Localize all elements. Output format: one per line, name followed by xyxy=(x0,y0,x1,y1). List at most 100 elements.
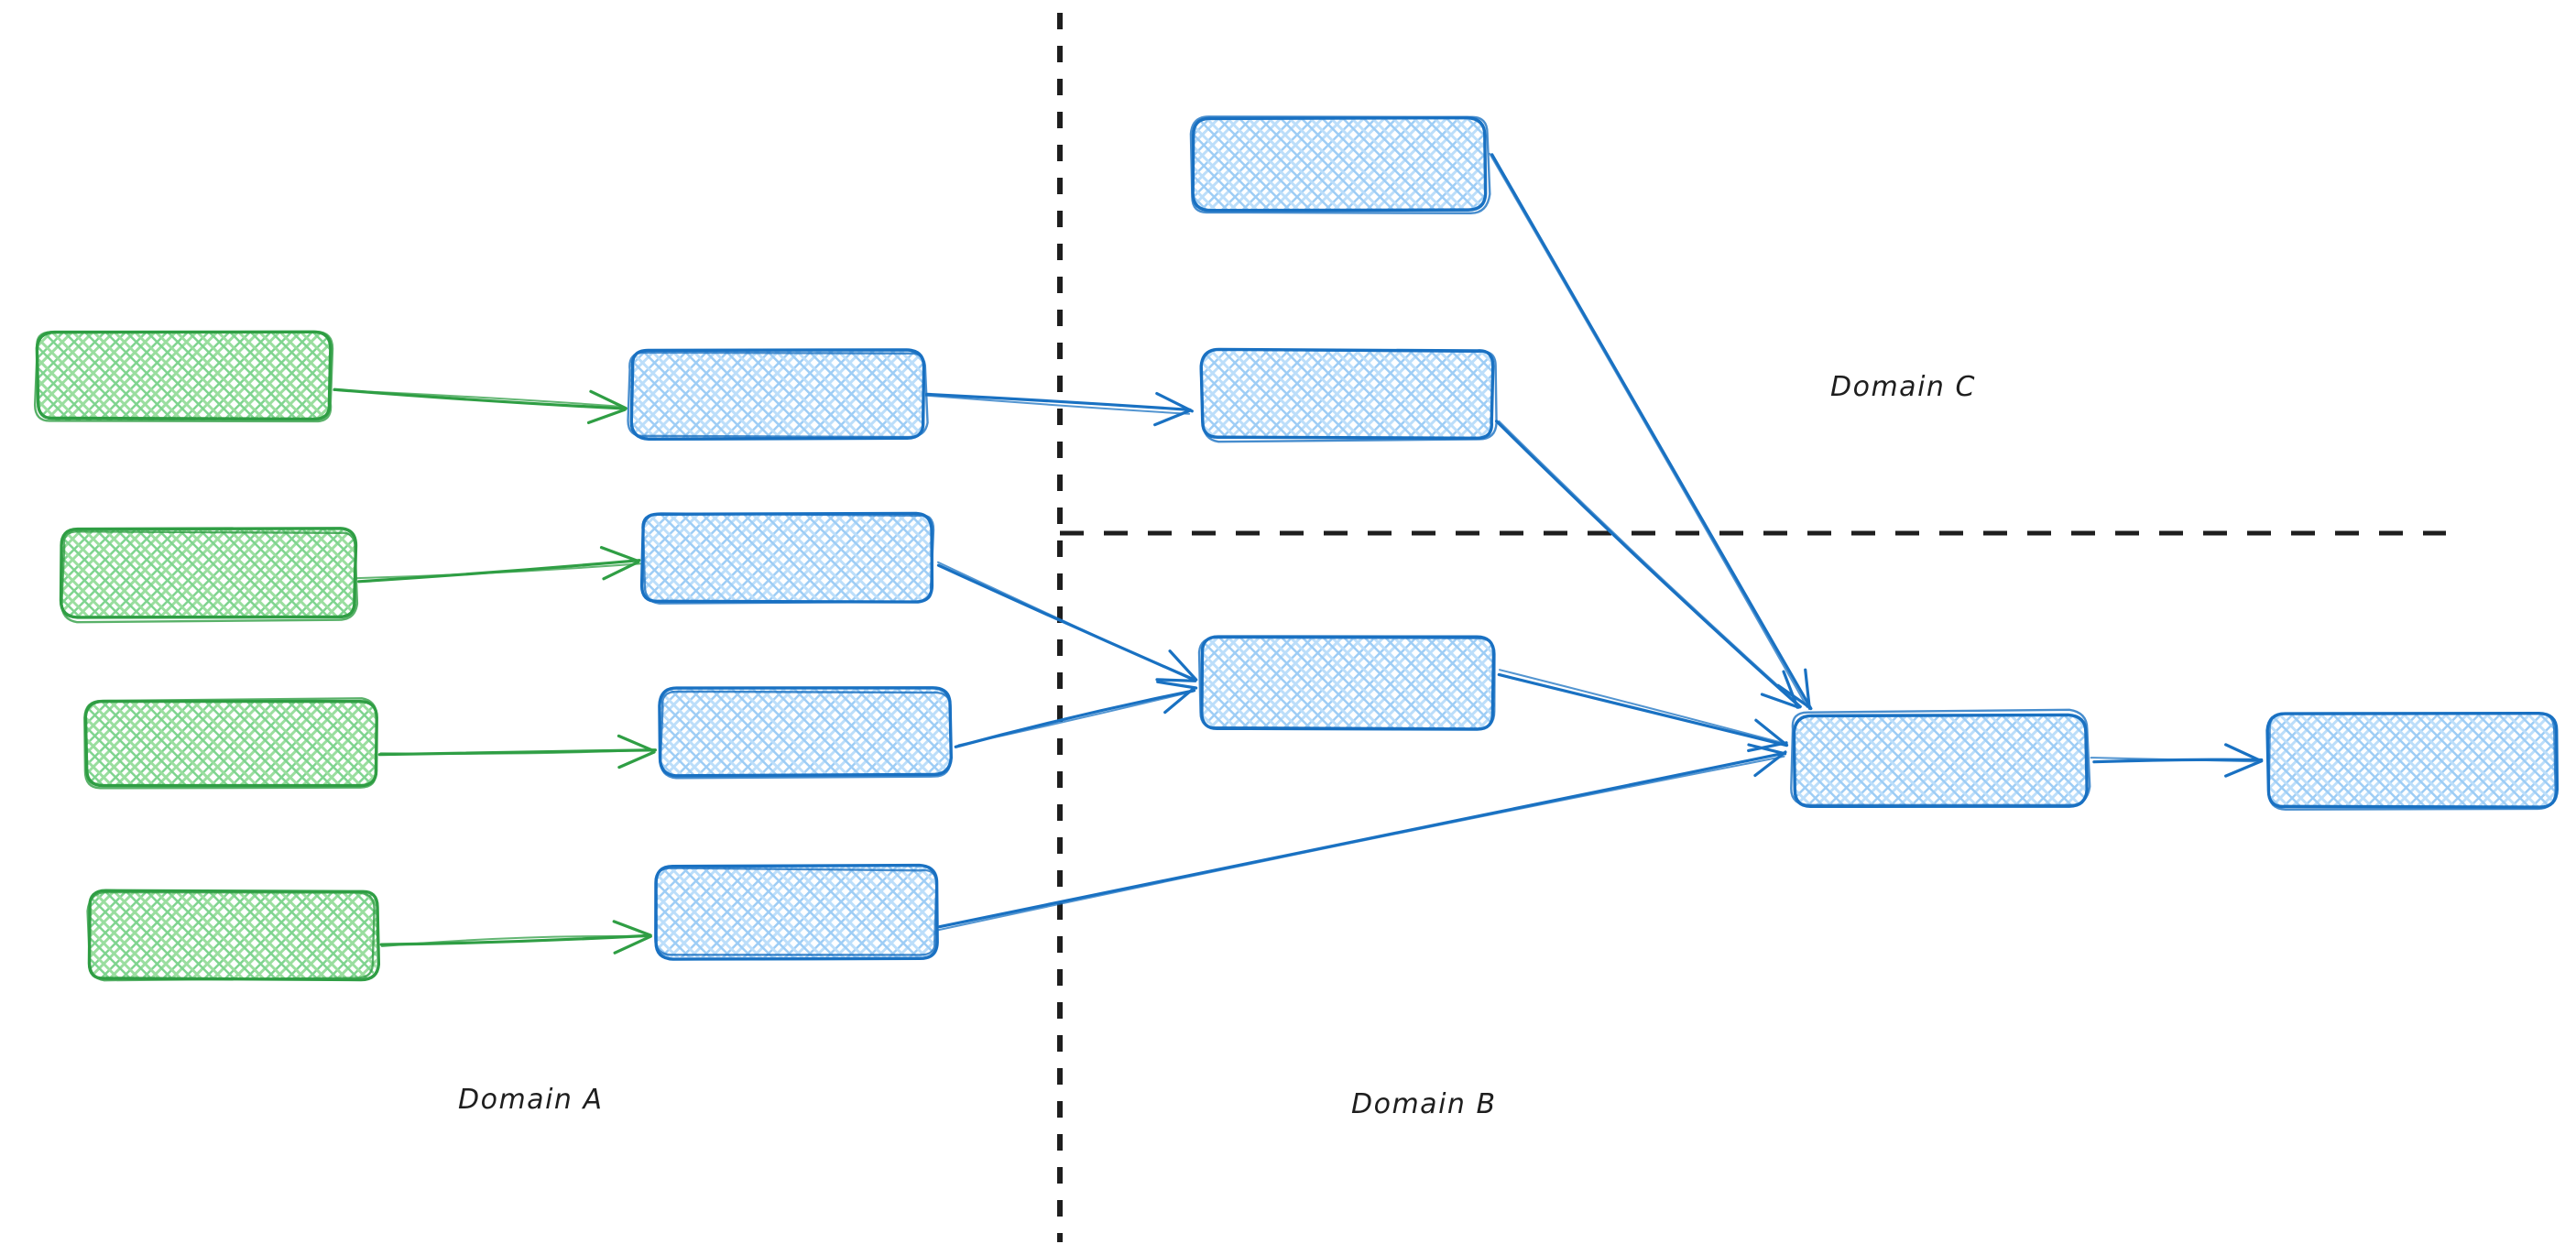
blue-node-c1-outline-b xyxy=(1189,115,1491,214)
edge-b1-c2-arrowhead xyxy=(1155,391,1194,413)
blue-node-b1-fill-b xyxy=(630,351,923,438)
edge-hub-end-stroke xyxy=(2090,757,2260,763)
green-node-a3[interactable] xyxy=(83,697,378,790)
edge-hub-end-arrowhead xyxy=(2224,759,2264,778)
blue-node-c3-fill-b xyxy=(1203,637,1495,728)
edge-b2-c3-arrowhead xyxy=(1168,649,1198,682)
edge-b3-c3 xyxy=(954,680,1198,748)
edge-b4-hub-arrowhead xyxy=(1747,743,1787,756)
edge-a2-b2-stroke xyxy=(357,559,641,584)
green-node-a3-fill-b xyxy=(87,701,376,787)
edge-b3-c3-arrowhead xyxy=(1163,686,1196,715)
blue-node-hub[interactable] xyxy=(1790,708,2091,809)
edge-c2-hub-arrowhead xyxy=(1782,670,1799,709)
edge-c3-hub-arrowhead xyxy=(1747,741,1788,753)
blue-node-b1[interactable] xyxy=(627,348,929,442)
edges-layer xyxy=(333,152,2264,955)
green-node-a3-outline-b xyxy=(83,697,378,790)
blue-node-c1-outline-a xyxy=(1191,115,1488,213)
edge-a4-b4 xyxy=(379,920,652,955)
edge-b1-c2-arrowhead xyxy=(1153,409,1193,427)
blue-node-b2-outline-b xyxy=(641,512,935,605)
edge-a2-b2-arrowhead xyxy=(599,546,639,562)
edge-c1-hub-stroke xyxy=(1489,152,1808,708)
green-node-a1-fill-b xyxy=(38,333,331,420)
blue-node-c1-fill-b xyxy=(1194,119,1486,211)
blue-node-c1[interactable] xyxy=(1189,115,1491,214)
blue-node-b1-outline-b xyxy=(627,351,929,439)
green-node-a2[interactable] xyxy=(59,527,359,624)
edge-c3-hub-stroke xyxy=(1499,669,1786,745)
green-node-a4[interactable] xyxy=(86,889,381,982)
edge-a3-b3-stroke xyxy=(379,748,653,755)
edge-a3-b3-arrowhead xyxy=(617,734,656,753)
green-node-a1[interactable] xyxy=(33,330,334,423)
blue-node-hub-outline-b xyxy=(1790,708,2091,807)
edge-b3-c3-stroke xyxy=(957,690,1194,747)
label-domain-b: Domain B xyxy=(1351,1088,1497,1120)
blue-node-b4-outline-b xyxy=(654,867,938,956)
blue-node-end-outline-a xyxy=(2265,711,2560,809)
edge-a1-b1-stroke xyxy=(333,388,624,408)
edge-b2-c3-stroke xyxy=(937,561,1194,682)
edge-a2-b2-stroke xyxy=(355,562,641,580)
blue-node-end-outline-b xyxy=(2267,712,2557,811)
green-node-a4-fill-b xyxy=(89,890,377,980)
blue-node-hub-outline-a xyxy=(1792,713,2089,809)
edge-a1-b1-arrowhead xyxy=(589,389,628,410)
edge-b4-hub-arrowhead xyxy=(1753,750,1787,778)
label-domain-c: Domain C xyxy=(1830,371,1976,403)
edge-a1-b1-arrowhead xyxy=(586,408,627,425)
edge-c1-hub-stroke xyxy=(1490,153,1813,711)
edge-b2-c3-arrowhead xyxy=(1155,678,1197,682)
label-domain-a: Domain A xyxy=(458,1084,604,1116)
edge-a4-b4-arrowhead xyxy=(613,934,652,955)
green-node-a2-fill-b xyxy=(62,529,355,617)
blue-node-end[interactable] xyxy=(2265,711,2560,811)
edge-c3-hub xyxy=(1497,669,1789,753)
edge-c2-hub-stroke xyxy=(1494,420,1802,709)
edge-hub-end xyxy=(2090,743,2264,778)
blue-node-b3[interactable] xyxy=(658,686,953,780)
green-node-a4-outline-b xyxy=(86,890,376,982)
edge-a1-b1 xyxy=(333,387,628,425)
edge-a2-b2-arrowhead xyxy=(602,560,640,581)
dividers-layer xyxy=(1057,13,2446,1242)
edge-hub-end-arrowhead xyxy=(2224,743,2263,763)
edge-b3-c3-arrowhead xyxy=(1156,680,1198,690)
nodes-layer xyxy=(33,115,2560,982)
edge-a4-b4-arrowhead xyxy=(612,920,652,937)
blue-node-b3-fill-b xyxy=(660,689,951,774)
blue-node-b4-fill-b xyxy=(655,866,936,957)
edge-b1-c2-stroke xyxy=(924,394,1191,415)
edge-a3-b3-arrowhead xyxy=(617,750,656,769)
edge-c2-hub-stroke xyxy=(1498,420,1803,708)
edge-b4-hub-stroke xyxy=(937,751,1786,929)
green-node-a2-outline-a xyxy=(59,527,358,619)
blue-node-c3[interactable] xyxy=(1197,635,1496,731)
blue-node-c3-outline-b xyxy=(1197,636,1496,730)
blue-node-c2[interactable] xyxy=(1199,347,1498,443)
edge-c1-hub xyxy=(1489,152,1813,711)
edge-a3-b3 xyxy=(377,734,657,769)
blue-node-b4[interactable] xyxy=(654,863,939,961)
edge-a4-b4-stroke xyxy=(380,934,649,948)
blue-node-b2-fill-b xyxy=(643,515,933,603)
blue-node-hub-fill-b xyxy=(1794,715,2087,806)
edge-a2-b2 xyxy=(355,546,641,584)
edge-c2-hub xyxy=(1494,420,1803,709)
edge-c2-hub-arrowhead xyxy=(1760,693,1800,709)
blue-node-b3-outline-a xyxy=(658,686,953,778)
green-node-a1-outline-b xyxy=(33,330,334,423)
blue-node-b3-outline-b xyxy=(659,690,953,780)
blue-node-c2-fill-b xyxy=(1202,350,1493,438)
blue-node-end-fill-b xyxy=(2267,715,2556,806)
edge-b4-hub xyxy=(936,743,1787,932)
edge-b1-c2-stroke xyxy=(925,392,1192,411)
edge-c1-hub-arrowhead xyxy=(1804,668,1811,710)
edge-b1-c2 xyxy=(924,391,1194,427)
blue-node-b2[interactable] xyxy=(639,511,935,605)
edge-c3-hub-arrowhead xyxy=(1754,718,1789,748)
